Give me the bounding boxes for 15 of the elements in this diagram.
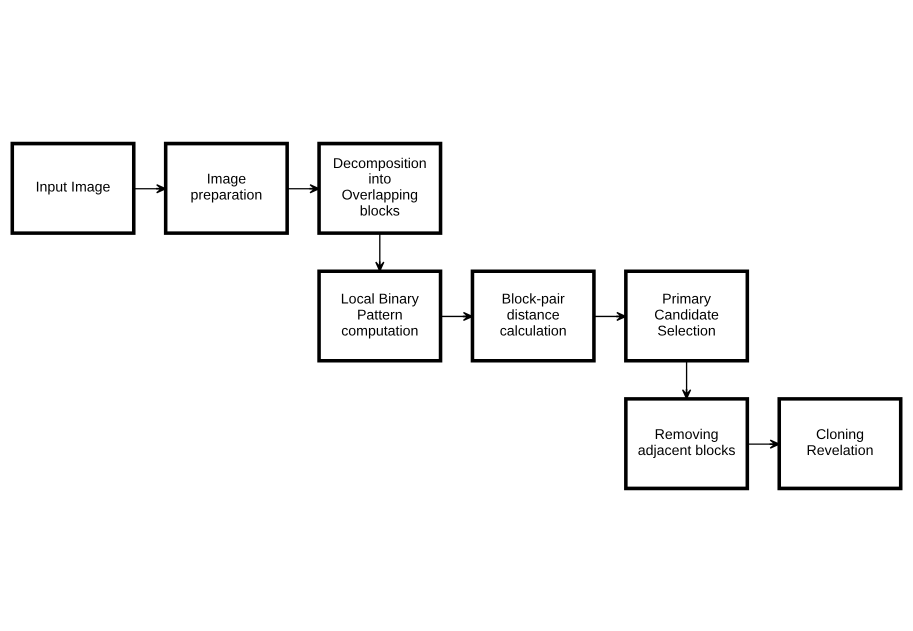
arrow	[287, 184, 320, 193]
node-box: Local Binary Pattern computation	[317, 268, 442, 362]
node-box: Image preparation	[164, 141, 289, 234]
node-box: Input Image	[10, 141, 136, 234]
node-box: Cloning Revelation	[777, 396, 902, 490]
node-box: Primary Candidate Selection	[624, 268, 750, 362]
arrow	[375, 232, 384, 272]
node-box: Block-pair distance calculation	[470, 268, 596, 362]
arrow	[594, 311, 626, 321]
arrow	[440, 311, 474, 321]
node-box: Removing adjacent blocks	[624, 396, 750, 490]
arrow	[748, 438, 780, 448]
arrow	[134, 184, 166, 193]
arrow	[682, 360, 692, 399]
node-box: Decomposition into Overlapping blocks	[317, 141, 442, 234]
